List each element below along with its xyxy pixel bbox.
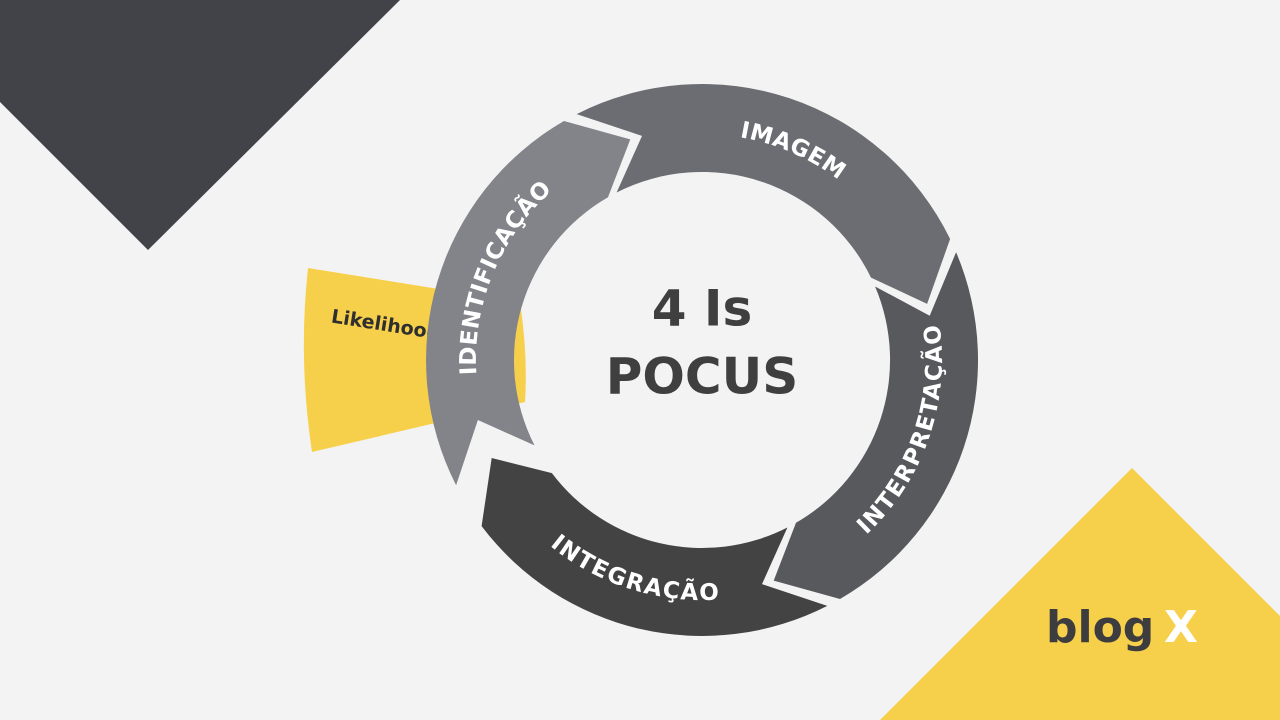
cycle-segment — [481, 458, 828, 636]
cycle-segment — [773, 252, 979, 599]
brand-name: blog — [1046, 602, 1154, 653]
dark-corner-triangle — [0, 0, 400, 250]
blogx-logo: blog X — [1046, 602, 1198, 653]
cycle-segment — [576, 83, 951, 304]
yellow-corner-triangle — [880, 468, 1280, 720]
cycle-segments — [426, 83, 979, 636]
brand-mark: X — [1164, 602, 1198, 653]
cycle-segment — [426, 121, 631, 486]
center-title-line1: 4 Is — [652, 280, 753, 338]
center-title-line2: POCUS — [606, 348, 798, 406]
